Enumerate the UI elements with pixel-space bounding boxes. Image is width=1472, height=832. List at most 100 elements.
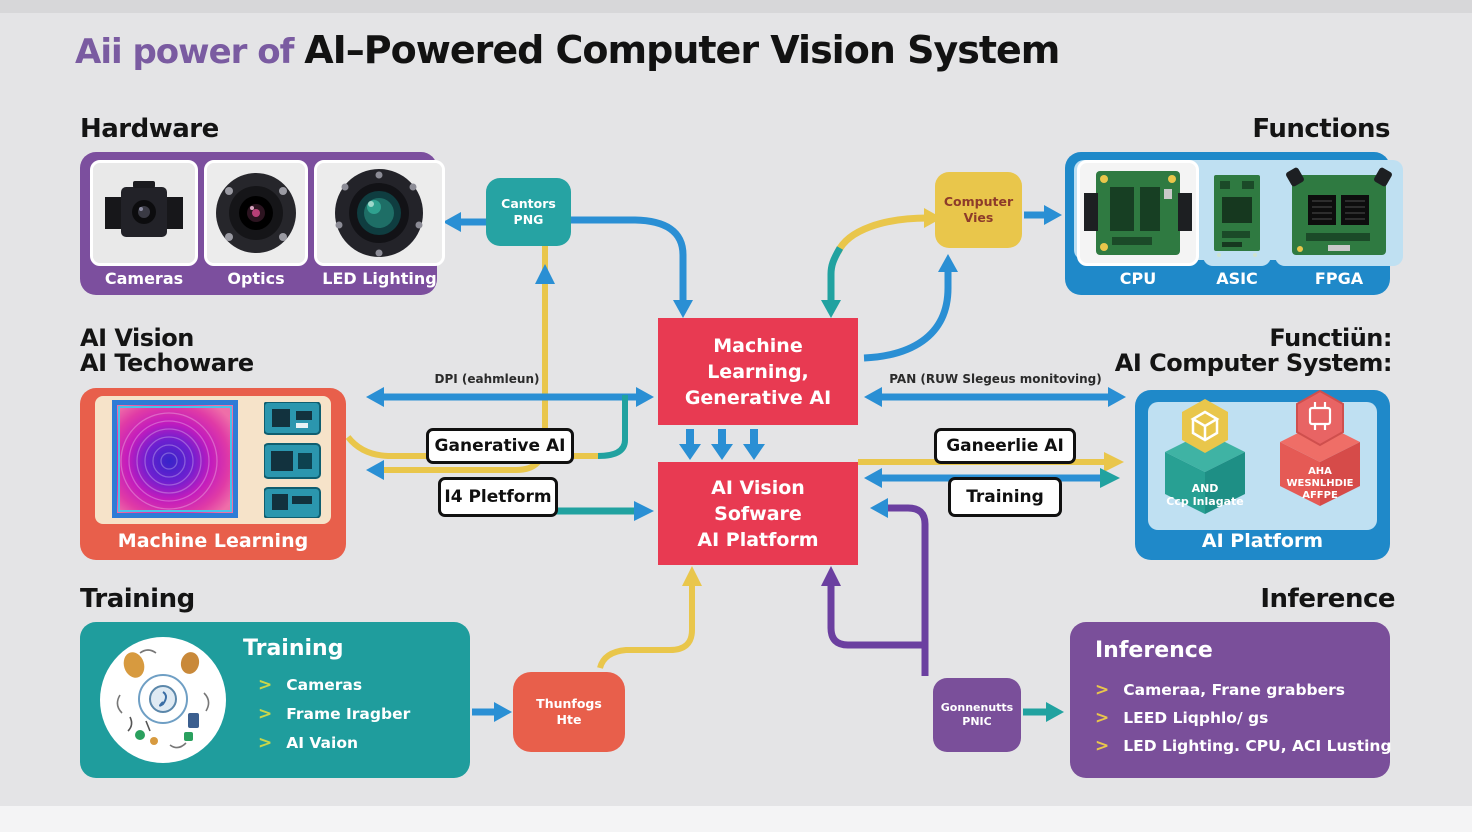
ai-computer-system-heading-line1: Functiün: <box>1269 324 1392 352</box>
hardware-tile-optics: Optics <box>204 160 308 288</box>
training-heading: Training <box>80 584 195 614</box>
chip-hexagon-icon <box>1296 390 1344 447</box>
inference-panel: Inference > Cameraa, Frane grabbers > LE… <box>1070 622 1392 778</box>
cube-right-line1: AHA <box>1308 466 1332 477</box>
inference-bullets: > Cameraa, Frane grabbers > LEED Liqphlo… <box>1095 680 1392 756</box>
functions-tile-cpu: CPU <box>1077 160 1199 288</box>
arrowhead-down <box>821 300 841 318</box>
node-thunfogs-hte: Thunfogs Hte <box>513 672 625 752</box>
functions-label-asic: ASIC <box>1216 269 1258 288</box>
arrowhead-right <box>1044 205 1062 225</box>
tag-generative-ai: Ganerative AI <box>426 428 574 464</box>
hardware-panel: Cameras Optics <box>80 152 445 295</box>
arrowhead-up <box>938 254 958 272</box>
arrowhead-left <box>870 498 888 518</box>
node-computer-vies-line2: Vies <box>963 210 994 225</box>
platform-cubes-icon <box>1148 390 1377 530</box>
inference-bullet-1: > Cameraa, Frane grabbers <box>1095 680 1392 700</box>
page-title: Aii power of AI–Powered Computer Vision … <box>75 28 1060 72</box>
ml-box-line3: Generative AI <box>684 386 832 409</box>
arrowhead-right <box>634 501 654 521</box>
bottom-strip <box>0 806 1472 832</box>
inference-bullet-2: > LEED Liqphlo/ gs <box>1095 708 1392 728</box>
hardware-heading: Hardware <box>80 114 219 144</box>
inference-bullet-2-text: LEED Liqphlo/ gs <box>1123 709 1269 727</box>
fpga-board-icon <box>1286 167 1392 255</box>
node-cantors-png: Cantors PNG <box>486 178 571 246</box>
title-main: AI–Powered Computer Vision System <box>304 28 1060 72</box>
hardware-label-cameras: Cameras <box>104 269 184 288</box>
arrowhead-left <box>443 212 461 232</box>
cube-right-line2: WESNLHDIE <box>1286 478 1354 489</box>
chevron-icon: > <box>258 675 273 695</box>
lens-photo-icon <box>207 163 305 263</box>
training-doodle-circle <box>100 637 226 763</box>
tag-generlie-ai: Ganeerlie AI <box>934 428 1076 464</box>
chevron-icon: > <box>1095 708 1110 728</box>
title-prefix: Aii power of <box>75 32 305 72</box>
inference-title: Inference <box>1095 638 1213 663</box>
training-bullet-3: > AI Vaion <box>258 733 410 753</box>
inference-bullet-3-text: LED Lighting. CPU, ACI Lusting <box>1123 737 1392 755</box>
training-doodle-icon <box>116 649 210 749</box>
node-cantors-line2: PNG <box>513 212 544 227</box>
arrowhead-up-small <box>535 264 555 284</box>
chevron-icon: > <box>258 704 273 724</box>
hardware-tile-cameras: Cameras <box>90 160 198 288</box>
cube-right-label: AHA WESNLHDIE AFFPE <box>1280 466 1360 502</box>
ml-box-line2: Learning, <box>707 360 809 383</box>
training-panel: Training > Cameras > Frame Iragber > AI … <box>80 622 470 778</box>
machine-learning-genai-box: Machine Learning, Generative AI <box>658 318 858 425</box>
inference-bullet-1-text: Cameraa, Frane grabbers <box>1123 681 1346 699</box>
functions-label-cpu: CPU <box>1119 269 1157 288</box>
mini-boards-icon <box>264 402 321 518</box>
ai-computer-system-heading: Functiün: AI Computer System: <box>1000 324 1393 377</box>
arrowhead-right <box>1046 702 1064 722</box>
training-bullet-1-text: Cameras <box>286 676 363 694</box>
ai-techoware-heading-line2: AI Techoware <box>80 349 254 377</box>
cube-left-label: AND Ccp Inlagate <box>1165 482 1245 508</box>
node-computer-vies: Computer Vies <box>935 172 1022 248</box>
right-bus-label: PAN (RUW Slegeus monitoving) <box>889 372 1102 386</box>
node-gonnenutts-line1: Gonnenutts <box>940 701 1014 715</box>
cube-left-line2: Ccp Inlagate <box>1166 495 1244 508</box>
ml-visual-frame <box>112 400 238 518</box>
chevron-icon: > <box>258 733 273 753</box>
node-thunfogs-line1: Thunfogs <box>536 696 602 712</box>
arrowhead-right <box>1104 452 1124 472</box>
node-computer-vies-line1: Computer <box>943 194 1014 210</box>
arrowhead-up <box>682 566 702 586</box>
training-bullet-3-text: AI Vaion <box>286 734 359 752</box>
cpu-board-icon <box>1084 171 1192 255</box>
cube-right-line3: AFFPE <box>1302 490 1338 501</box>
top-strip <box>0 0 1472 13</box>
inference-heading: Inference <box>1260 584 1395 614</box>
node-gonnenutts-pnic: Gonnenutts PNIC <box>933 678 1021 752</box>
ai-vision-software-box: AI Vision Sofware AI Platform <box>658 462 858 565</box>
training-bullets: > Cameras > Frame Iragber > AI Vaion <box>258 675 410 753</box>
arrowhead-right <box>494 702 512 722</box>
cube-left-line1: AND <box>1191 482 1219 495</box>
tag-training: Training <box>948 477 1062 517</box>
chevron-icon: > <box>1095 736 1110 756</box>
techoware-caption: Machine Learning <box>117 530 309 552</box>
hardware-label-led-lighting: LED Lighting <box>322 269 437 288</box>
vision-box-line2: Sofware <box>714 502 802 525</box>
ai-computer-system-heading-line2: AI Computer System: <box>1114 349 1393 377</box>
chevron-icon: > <box>1095 680 1110 700</box>
ai-techoware-heading-line1: AI Vision <box>80 324 194 352</box>
arrowhead-down <box>673 300 693 318</box>
ai-techoware-panel: Machine Learning <box>80 388 346 560</box>
training-bullet-1: > Cameras <box>258 675 410 695</box>
left-bus-label: DPI (eahmleun) <box>434 372 540 386</box>
arrowhead-up <box>821 566 841 586</box>
asic-board-icon <box>1214 175 1260 257</box>
functions-tile-asic: ASIC <box>1203 160 1271 288</box>
functions-label-fpga: FPGA <box>1314 269 1364 288</box>
camera-photo-icon <box>93 163 195 263</box>
functions-heading: Functions <box>1252 114 1390 144</box>
node-thunfogs-line2: Hte <box>556 712 582 727</box>
ml-radial-visual-icon <box>117 405 233 513</box>
arrowhead-right <box>924 208 942 228</box>
hardware-label-optics: Optics <box>227 269 285 288</box>
